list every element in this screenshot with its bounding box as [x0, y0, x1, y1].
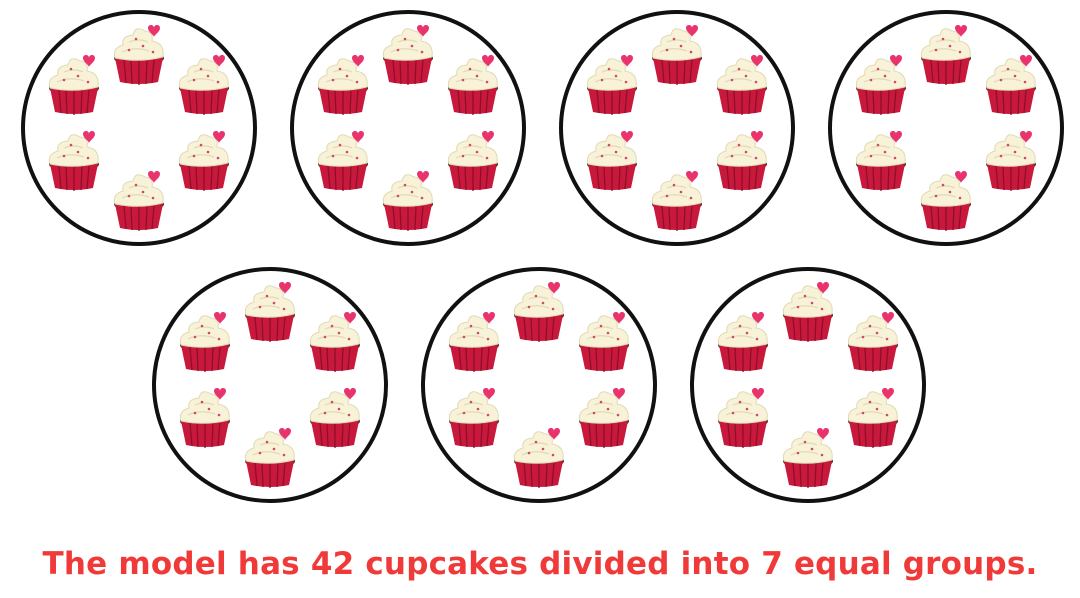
- group-circle-7: [690, 267, 926, 503]
- group-circle-3: [559, 10, 795, 246]
- caption-text: The model has 42 cupcakes divided into 7…: [42, 546, 1038, 582]
- group-circle-5: [152, 267, 388, 503]
- group-circle-4: [828, 10, 1064, 246]
- groups-diagram: [21, 10, 1064, 503]
- group-circle-1: [21, 10, 257, 246]
- group-circle-2: [290, 10, 526, 246]
- group-circle-6: [421, 267, 657, 503]
